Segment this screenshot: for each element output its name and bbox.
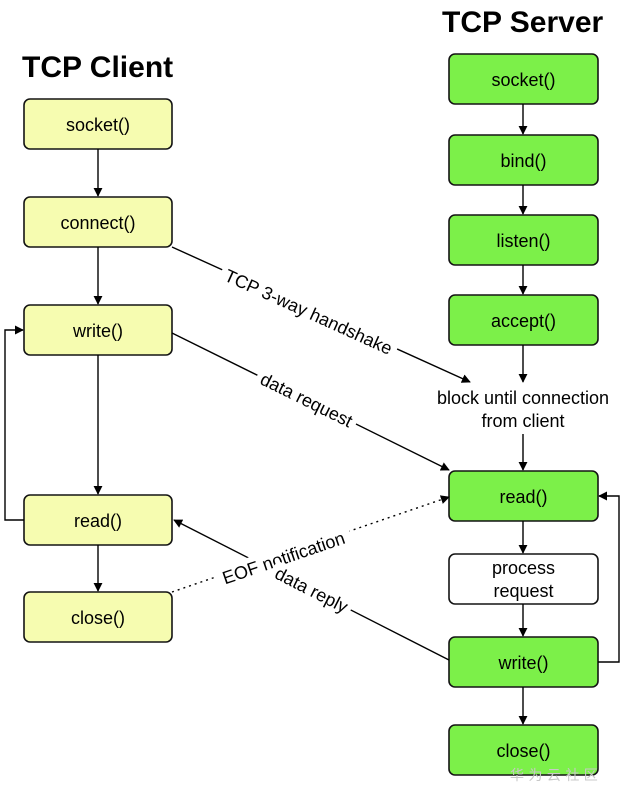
- client-socket-label: socket(): [66, 115, 130, 135]
- server-title: TCP Server: [442, 6, 604, 39]
- client-close-box: close(): [23, 591, 173, 643]
- server-socket-box: socket(): [448, 53, 599, 105]
- client-title: TCP Client: [22, 51, 173, 84]
- server-write-label: write(): [498, 653, 549, 673]
- handshake-label: TCP 3-way handshake: [222, 265, 396, 358]
- server-read-label: read(): [499, 487, 547, 507]
- data-reply-label: data reply: [272, 563, 352, 617]
- client-connect-box: connect(): [23, 196, 173, 248]
- server-close-label: close(): [496, 741, 550, 761]
- server-socket-label: socket(): [491, 70, 555, 90]
- data-request-label-group: data request: [252, 364, 362, 434]
- block-note-line2: from client: [481, 411, 564, 431]
- server-bind-label: bind(): [500, 151, 546, 171]
- server-accept-label: accept(): [491, 311, 556, 331]
- server-process-box: process request: [448, 553, 599, 605]
- server-listen-box: listen(): [448, 214, 599, 266]
- arrow-client-loop-read-to-write: [4, 325, 24, 521]
- server-process-label-line2: request: [493, 581, 553, 601]
- server-listen-label: listen(): [496, 231, 550, 251]
- data-reply-label-group: data reply: [268, 560, 356, 619]
- arrow-server-loop-write-to-read: [598, 491, 620, 663]
- client-socket-box: socket(): [23, 98, 173, 150]
- server-write-box: write(): [448, 636, 599, 688]
- server-close-box: close(): [448, 724, 599, 776]
- client-close-label: close(): [71, 608, 125, 628]
- handshake-label-group: TCP 3-way handshake: [216, 261, 401, 361]
- client-read-box: read(): [23, 494, 173, 546]
- server-read-box: read(): [448, 470, 599, 522]
- server-process-label-line1: process: [492, 558, 555, 578]
- server-accept-box: accept(): [448, 294, 599, 346]
- client-read-label: read(): [74, 511, 122, 531]
- watermark: 华 为 云 社 区: [510, 768, 598, 784]
- client-write-label: write(): [72, 321, 123, 341]
- client-write-box: write(): [23, 304, 173, 356]
- data-request-label: data request: [257, 369, 356, 431]
- server-bind-box: bind(): [448, 134, 599, 186]
- client-connect-label: connect(): [60, 213, 135, 233]
- block-note-line1: block until connection: [437, 388, 609, 408]
